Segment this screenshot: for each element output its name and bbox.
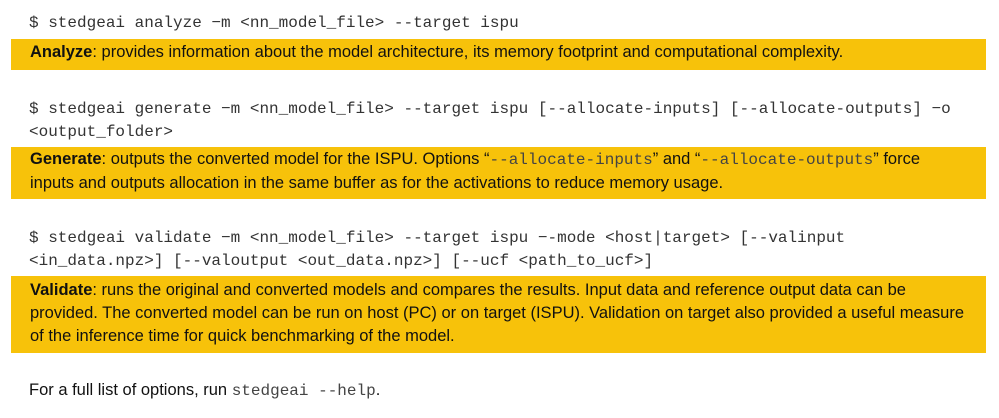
- validate-description-box: Validate: runs the original and converte…: [11, 276, 986, 353]
- generate-option-allocate-outputs: --allocate-outputs: [700, 151, 874, 169]
- generate-description-part-1: : outputs the converted model for the IS…: [101, 150, 490, 168]
- footer-note: For a full list of options, run stedgeai…: [29, 379, 380, 403]
- validate-command: $ stedgeai validate −m <nn_model_file> -…: [29, 229, 855, 270]
- analyze-description-box: Analyze: provides information about the …: [11, 39, 986, 70]
- analyze-command: $ stedgeai analyze −m <nn_model_file> --…: [29, 14, 519, 32]
- footer-text: For a full list of options, run: [29, 381, 232, 399]
- generate-command: $ stedgeai generate −m <nn_model_file> -…: [29, 100, 961, 141]
- footer-end: .: [375, 381, 381, 399]
- analyze-description: : provides information about the model a…: [92, 43, 844, 61]
- generate-description-box: Generate: outputs the converted model fo…: [11, 147, 986, 199]
- validate-description: : runs the original and converted models…: [30, 281, 964, 345]
- analyze-title: Analyze: [30, 43, 93, 61]
- generate-description-part-2: ” and “: [652, 150, 701, 168]
- generate-title: Generate: [30, 150, 102, 168]
- footer-help-command: stedgeai --help: [231, 382, 376, 400]
- generate-description-part-3: ” force inputs and outputs allocation in…: [30, 150, 921, 192]
- generate-option-allocate-inputs: --allocate-inputs: [489, 151, 653, 169]
- validate-title: Validate: [30, 281, 93, 299]
